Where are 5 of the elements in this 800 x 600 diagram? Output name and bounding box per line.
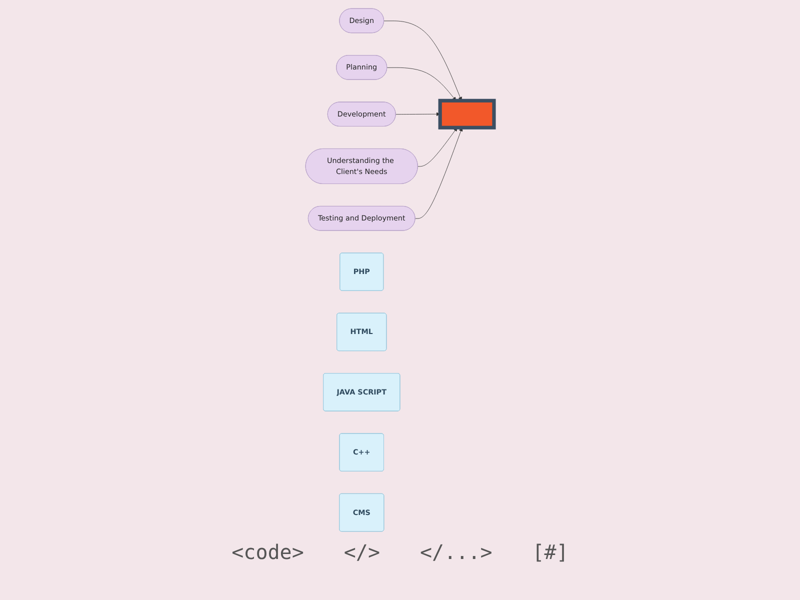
- code-symbol-label: </...>: [420, 540, 492, 564]
- node-box: [438, 98, 496, 130]
- code-symbol-label: <code>: [232, 540, 304, 564]
- code-symbol-label: [#]: [532, 540, 568, 564]
- code-symbol-label: </>: [344, 540, 380, 564]
